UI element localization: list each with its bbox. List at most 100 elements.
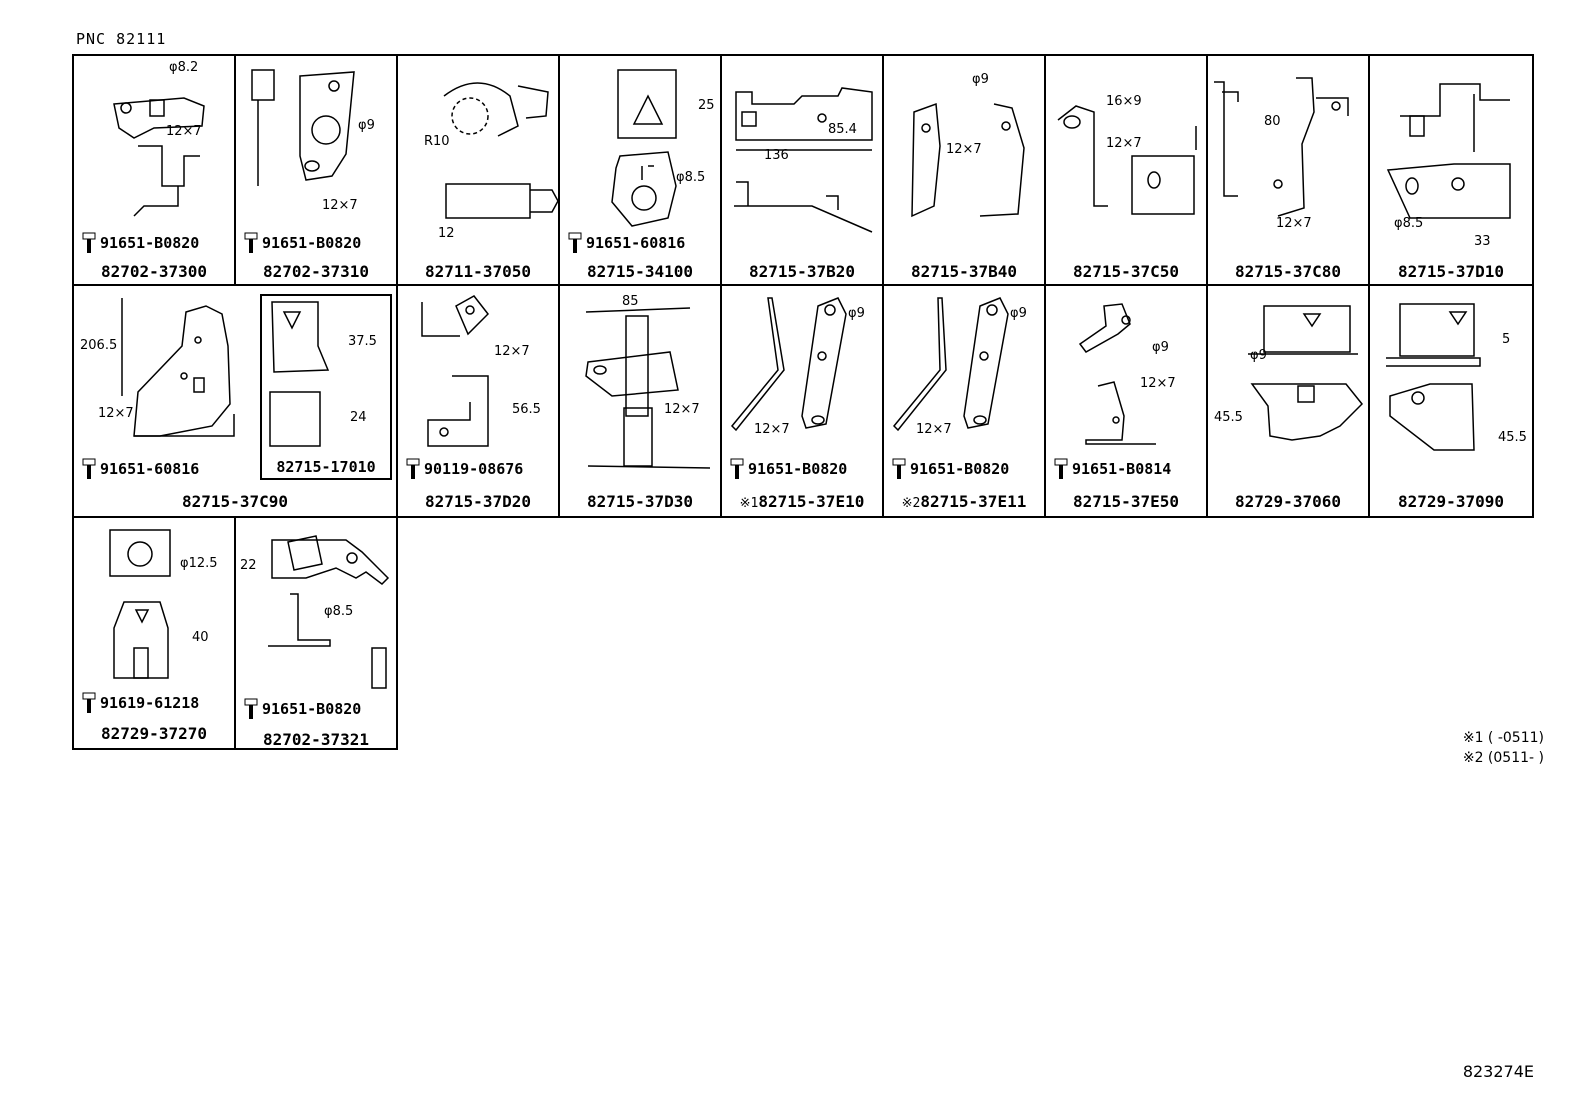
part-number[interactable]: 82715-37C50 (1073, 262, 1179, 281)
part-cell-82715-37E50[interactable]: φ9 12×7 91651-B0814 82715-37E50 (1044, 284, 1208, 518)
dim-label: 37.5 (348, 334, 377, 349)
part-number[interactable]: 82715-37C90 (182, 492, 288, 511)
part-number[interactable]: ※182715-37E10 (722, 492, 882, 511)
dim-label: 85 (622, 294, 639, 309)
bolt-callout: 91619-61218 (82, 692, 199, 714)
dim-label: 206.5 (80, 338, 118, 353)
pnc-label: PNC 82111 (76, 30, 167, 48)
part-cell-82729-37270[interactable]: φ12.5 40 91619-61218 82729-37270 (72, 516, 236, 750)
bolt-part-number: 91619-61218 (100, 694, 200, 712)
bolt-icon (406, 458, 420, 479)
bolt-part-number: 90119-08676 (424, 460, 524, 478)
dim-label: 12×7 (1140, 376, 1176, 391)
dim-label: 22 (240, 558, 257, 573)
clip-drawing (443, 82, 559, 219)
bracket-drawing (1214, 77, 1349, 217)
bolt-callout: 91651-60816 (82, 458, 199, 480)
inset-part-number[interactable]: 82715-17010 (276, 458, 376, 476)
bolt-callout: 91651-B0814 (1054, 458, 1171, 480)
part-number[interactable]: 82715-37D20 (425, 492, 531, 511)
part-cell-82715-37C80[interactable]: 80 12×7 82715-37C80 (1206, 54, 1370, 286)
part-number[interactable]: 82715-37B20 (749, 262, 855, 281)
part-cell-82715-37B40[interactable]: φ9 12×7 82715-37B40 (882, 54, 1046, 286)
dim-label: 80 (1264, 114, 1281, 129)
part-cell-82711-37050[interactable]: R10 12 82711-37050 (396, 54, 560, 286)
part-number-text: 82715-37E10 (758, 492, 865, 511)
part-number[interactable]: 82715-37B40 (911, 262, 1017, 281)
bolt-icon (82, 232, 96, 253)
bracket-drawing (892, 297, 1009, 432)
bracket-drawing (611, 69, 677, 227)
bracket-drawing (1078, 303, 1156, 445)
part-cell-82729-37060[interactable]: φ9 45.5 82729-37060 (1206, 284, 1370, 518)
bracket-drawing (1248, 305, 1364, 441)
part-cell-82729-37090[interactable]: 5 45.5 82729-37090 (1368, 284, 1534, 518)
dim-label: φ9 (1010, 306, 1027, 321)
dim-label: 12×7 (946, 142, 982, 157)
dim-label: 136 (764, 148, 789, 163)
dim-label: 33 (1474, 234, 1491, 249)
dim-label: φ8.2 (169, 60, 199, 75)
part-number[interactable]: 82702-37310 (263, 262, 369, 281)
plate-drawing (269, 301, 330, 447)
part-number[interactable]: 82715-37C80 (1235, 262, 1341, 281)
dim-label: φ9 (358, 118, 375, 133)
bracket-drawing (911, 102, 1025, 218)
part-number[interactable]: 82715-37D10 (1398, 262, 1504, 281)
bracket-drawing (268, 535, 390, 689)
bolt-part-number: 91651-B0820 (910, 460, 1010, 478)
part-cell-82715-37B20[interactable]: 136 85.4 82715-37B20 (720, 54, 884, 286)
part-cell-82715-37D30[interactable]: 85 12×7 82715-37D30 (558, 284, 722, 518)
dim-label: 45.5 (1214, 410, 1243, 425)
bolt-icon (244, 232, 258, 253)
dim-label: 56.5 (512, 402, 541, 417)
part-cell-82715-37C90[interactable]: 37.5 24 82715-17010 206.5 12×7 91651-608… (72, 284, 398, 518)
bracket-drawing (734, 87, 873, 233)
part-number[interactable]: 82702-37321 (263, 730, 369, 749)
part-cell-82715-37E10[interactable]: φ9 12×7 91651-B0820 ※182715-37E10 (720, 284, 884, 518)
dim-label: 25 (698, 98, 715, 113)
part-cell-82702-37310[interactable]: φ9 12×7 91651-B0820 82702-37310 (234, 54, 398, 286)
part-number[interactable]: 82715-34100 (587, 262, 693, 281)
bracket-drawing (421, 295, 489, 447)
inset-part-82715-17010[interactable]: 37.5 24 82715-17010 (260, 294, 392, 480)
part-cell-82702-37321[interactable]: 22 φ8.5 91651-B0820 82702-37321 (234, 516, 398, 750)
note-2: ※2 (0511- ) (1462, 750, 1544, 766)
part-cell-82702-37300[interactable]: φ8.2 12×7 91651-B0820 82702-37300 (72, 54, 236, 286)
part-number[interactable]: 82729-37060 (1235, 492, 1341, 511)
part-cell-82715-37C50[interactable]: 16×9 12×7 82715-37C50 (1044, 54, 1208, 286)
part-cell-82715-37D20[interactable]: 12×7 56.5 90119-08676 82715-37D20 (396, 284, 560, 518)
bolt-callout: 91651-60816 (568, 232, 685, 254)
bolt-icon (568, 232, 582, 253)
dim-label: 12×7 (322, 198, 358, 213)
note-marker: ※1 (739, 496, 759, 511)
bolt-part-number: 91651-B0814 (1072, 460, 1172, 478)
part-cell-82715-37E11[interactable]: φ9 12×7 91651-B0820 ※282715-37E11 (882, 284, 1046, 518)
bolt-callout: 91651-B0820 (892, 458, 1009, 480)
dim-label: φ8.5 (1394, 216, 1424, 231)
dim-label: 12 (438, 226, 455, 241)
dim-label: R10 (424, 134, 450, 149)
dim-label: φ9 (972, 72, 989, 87)
dim-label: 12×7 (494, 344, 530, 359)
part-number[interactable]: 82702-37300 (101, 262, 207, 281)
dim-label: φ8.5 (324, 604, 354, 619)
bolt-callout: 91651-B0820 (244, 698, 361, 720)
dim-label: φ12.5 (180, 556, 218, 571)
bolt-icon (892, 458, 906, 479)
bolt-callout: 91651-B0820 (244, 232, 361, 254)
bolt-callout: 91651-B0820 (730, 458, 847, 480)
part-number[interactable]: 82729-37270 (101, 724, 207, 743)
part-number[interactable]: 82715-37E50 (1073, 492, 1179, 511)
bracket-drawing (1386, 83, 1511, 219)
part-cell-82715-34100[interactable]: 25 φ8.5 91651-60816 82715-34100 (558, 54, 722, 286)
part-number[interactable]: ※282715-37E11 (884, 492, 1044, 511)
bolt-part-number: 91651-60816 (586, 234, 686, 252)
part-number[interactable]: 82711-37050 (425, 262, 531, 281)
dim-label: 16×9 (1106, 94, 1142, 109)
part-number[interactable]: 82729-37090 (1398, 492, 1504, 511)
dim-label: 40 (192, 630, 209, 645)
part-cell-82715-37D10[interactable]: φ8.5 33 82715-37D10 (1368, 54, 1534, 286)
bolt-icon (730, 458, 744, 479)
part-number[interactable]: 82715-37D30 (587, 492, 693, 511)
